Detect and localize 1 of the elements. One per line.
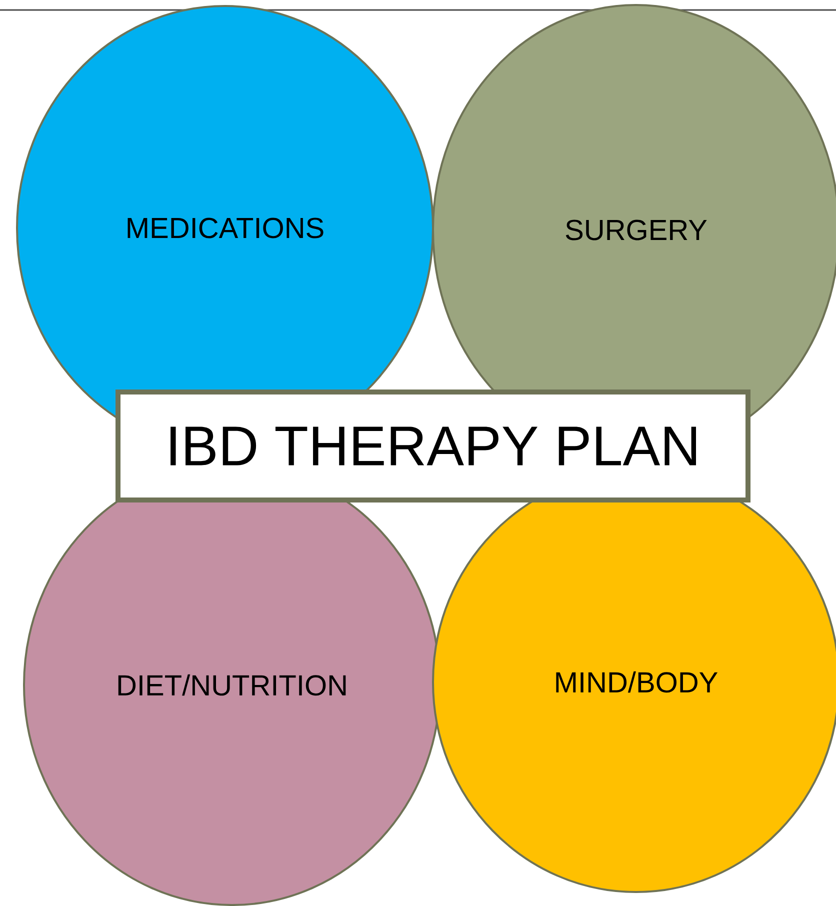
title-box: IBD THERAPY PLAN <box>116 390 750 502</box>
